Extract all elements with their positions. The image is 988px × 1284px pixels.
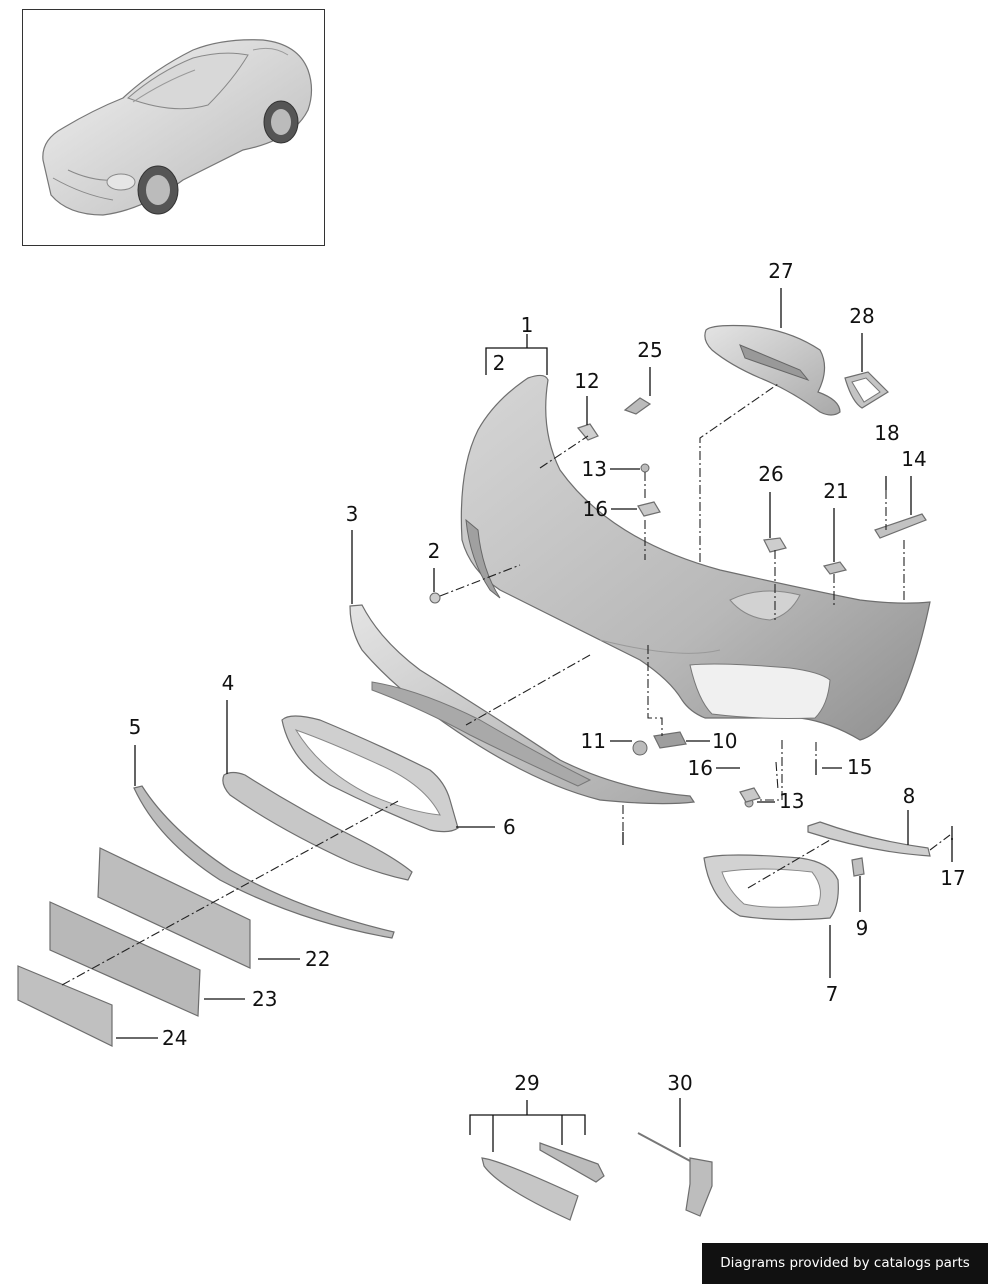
callout-13a: 13 bbox=[582, 457, 607, 481]
callout-27: 27 bbox=[768, 259, 793, 283]
callout-10: 10 bbox=[712, 729, 737, 753]
credit-banner: Diagrams provided by catalogs parts bbox=[702, 1243, 988, 1284]
cap-part-11 bbox=[632, 740, 648, 756]
caulking-gun-part bbox=[637, 1132, 713, 1217]
callout-5: 5 bbox=[129, 715, 142, 739]
lower-spoiler-part bbox=[349, 604, 696, 805]
mixing-nozzle-part bbox=[539, 1142, 605, 1183]
adhesive-tube-part bbox=[481, 1157, 579, 1221]
callout-21: 21 bbox=[823, 479, 848, 503]
callout-leaders bbox=[116, 288, 953, 1152]
callout-8: 8 bbox=[903, 784, 916, 808]
callout-11: 11 bbox=[581, 729, 606, 753]
grille-trim-part bbox=[281, 715, 459, 833]
callout-17: 17 bbox=[940, 866, 965, 890]
support-bar-part-8 bbox=[807, 821, 931, 857]
callout-18: 18 bbox=[874, 421, 899, 445]
bracket-frame-part bbox=[844, 371, 889, 409]
callout-28: 28 bbox=[849, 304, 874, 328]
plate-holder-part-24 bbox=[17, 965, 113, 1047]
clip-part-21 bbox=[822, 561, 848, 575]
clip-part-16a bbox=[637, 501, 661, 517]
callout-16a: 16 bbox=[583, 497, 608, 521]
sensor-part-10 bbox=[653, 731, 687, 749]
callout-29: 29 bbox=[514, 1071, 539, 1095]
leader-lines bbox=[61, 383, 951, 986]
trim-strip-part-5 bbox=[133, 785, 395, 939]
callout-12: 12 bbox=[574, 369, 599, 393]
bumper-cover bbox=[460, 374, 931, 741]
callout-3: 3 bbox=[346, 502, 359, 526]
callout-13b: 13 bbox=[779, 789, 804, 813]
callout-26: 26 bbox=[758, 462, 783, 486]
plate-holder-part-23 bbox=[49, 901, 201, 1017]
fastener-part-25 bbox=[623, 397, 652, 415]
callout-4: 4 bbox=[222, 671, 235, 695]
guide-part-14 bbox=[874, 513, 927, 539]
callout-16b: 16 bbox=[688, 756, 713, 780]
callout-1: 1 bbox=[521, 313, 534, 337]
clip-part-9 bbox=[851, 857, 865, 877]
callout-24: 24 bbox=[162, 1026, 187, 1050]
clip-part-16b bbox=[739, 787, 761, 803]
plate-holder-part-22 bbox=[97, 847, 251, 969]
callout-15: 15 bbox=[847, 755, 872, 779]
callout-22: 22 bbox=[305, 947, 330, 971]
callout-7: 7 bbox=[826, 982, 839, 1006]
callout-9: 9 bbox=[856, 916, 869, 940]
callout-labels: 1 2 2 3 4 5 6 7 8 9 10 11 12 13 13 14 15… bbox=[129, 259, 966, 1095]
callout-25: 25 bbox=[637, 338, 662, 362]
intake-grille-part bbox=[703, 854, 839, 921]
plug-part-2 bbox=[429, 592, 441, 604]
car-thumbnail bbox=[22, 9, 325, 246]
clip-part-26 bbox=[763, 537, 787, 553]
callout-2a: 2 bbox=[493, 351, 506, 375]
callout-14: 14 bbox=[901, 447, 926, 471]
car-illustration bbox=[42, 39, 313, 216]
callout-6: 6 bbox=[503, 815, 516, 839]
trim-strip-part-4 bbox=[222, 771, 413, 881]
callout-30: 30 bbox=[667, 1071, 692, 1095]
callout-23: 23 bbox=[252, 987, 277, 1011]
bracket-part-12 bbox=[576, 423, 599, 441]
screw-part-13a bbox=[640, 463, 650, 473]
callout-2b: 2 bbox=[428, 539, 441, 563]
air-duct-part bbox=[704, 324, 841, 416]
